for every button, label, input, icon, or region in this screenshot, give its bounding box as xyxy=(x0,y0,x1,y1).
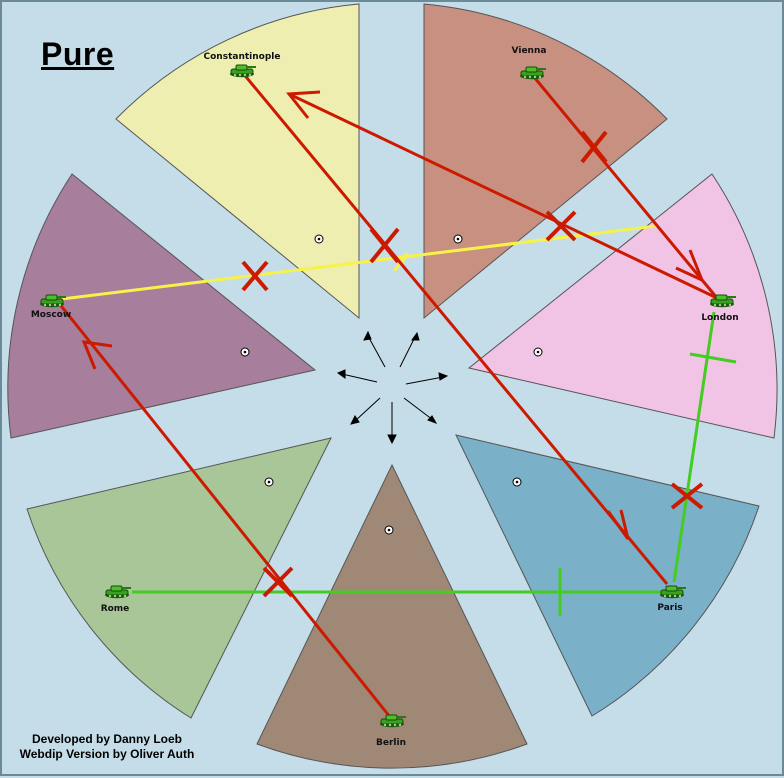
order-lines xyxy=(56,71,737,718)
label-london: London xyxy=(701,313,738,323)
order-paris-support-tick xyxy=(689,352,737,364)
order-vienna-london xyxy=(532,76,719,299)
order-london-constantinople-arrow xyxy=(286,90,321,119)
order-moscow-support-arrow xyxy=(392,252,410,272)
supply-center-dots xyxy=(243,237,540,532)
territory-constantinople[interactable] xyxy=(115,3,360,320)
order-london-constantinople xyxy=(288,92,718,300)
credit-developer: Developed by Danny Loeb xyxy=(31,732,183,746)
label-paris: Paris xyxy=(657,603,682,613)
order-berlin-moscow-arrow xyxy=(81,340,113,370)
order-constantinople-paris xyxy=(240,71,669,585)
order-berlin-moscow xyxy=(56,301,392,718)
territory-labels: Constantinople Vienna London Paris Berli… xyxy=(31,46,739,748)
territory-london[interactable] xyxy=(467,173,778,439)
map-title: Pure xyxy=(41,36,115,72)
territory-rome[interactable] xyxy=(26,437,332,719)
label-vienna: Vienna xyxy=(512,46,547,56)
label-berlin: Berlin xyxy=(376,738,406,748)
label-constantinople: Constantinople xyxy=(204,52,281,62)
order-vienna-london-arrow xyxy=(675,249,705,283)
order-moscow-support xyxy=(61,224,657,301)
credit-webdip: Webdip Version by Oliver Auth xyxy=(19,747,195,761)
supply-center-markers xyxy=(240,234,543,535)
label-moscow: Moscow xyxy=(31,310,71,320)
territory-paris[interactable] xyxy=(455,434,760,717)
center-compass xyxy=(336,330,449,445)
failed-order-markers xyxy=(241,130,704,598)
label-rome: Rome xyxy=(101,604,130,614)
credits: Developed by Danny Loeb Webdip Version b… xyxy=(2,732,212,762)
territory-vienna[interactable] xyxy=(423,3,668,320)
order-constantinople-paris-arrow xyxy=(606,509,630,540)
territory-berlin[interactable] xyxy=(256,463,528,769)
territory-moscow[interactable] xyxy=(7,173,317,439)
